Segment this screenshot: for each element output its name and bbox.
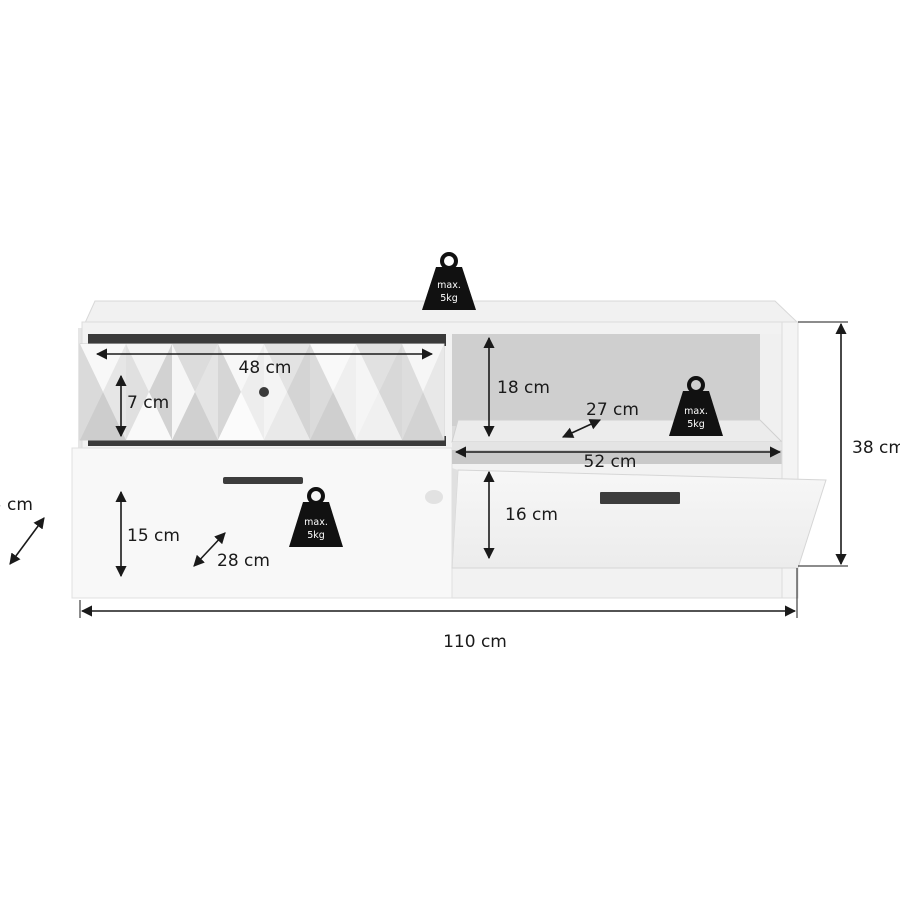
svg-text:5kg: 5kg bbox=[440, 293, 458, 304]
bottom-drawer[interactable] bbox=[71, 447, 453, 599]
bottom-drawer-height-label: 15 cm bbox=[127, 526, 180, 546]
overall-width-label: 110 cm bbox=[443, 632, 507, 652]
bottom-drawer-handle[interactable] bbox=[223, 477, 303, 484]
dimension-lines bbox=[9, 321, 848, 618]
bottom-drawer-depth-label: 28 cm bbox=[217, 551, 270, 571]
svg-text:max.: max. bbox=[437, 280, 461, 291]
top-drawer-width-label: 48 cm bbox=[239, 358, 292, 378]
top-drawer-opening bbox=[88, 334, 446, 346]
overall-height-label: 38 cm bbox=[852, 438, 900, 458]
depth-line bbox=[9, 517, 45, 565]
open-compartment bbox=[451, 334, 784, 464]
flap-door[interactable] bbox=[451, 468, 827, 569]
weight-icon: max. 5kg bbox=[669, 376, 723, 436]
svg-text:5kg: 5kg bbox=[687, 419, 705, 430]
flap-door-handle[interactable] bbox=[600, 492, 680, 504]
svg-text:max.: max. bbox=[304, 517, 328, 528]
dimension-labels: 110 cm 38 cm 35 cm 48 cm 7 cm 15 cm 28 c… bbox=[0, 358, 900, 652]
drawer-edge-knob bbox=[425, 490, 443, 504]
top-drawer-knob[interactable] bbox=[259, 387, 269, 397]
shelf-depth-line bbox=[561, 419, 602, 438]
cabinet bbox=[71, 300, 827, 599]
shelf-width-label: 52 cm bbox=[584, 452, 637, 472]
drawer-gap bbox=[88, 436, 446, 446]
shelf-depth-label: 27 cm bbox=[586, 400, 639, 420]
shelf-height-label: 18 cm bbox=[497, 378, 550, 398]
svg-text:max.: max. bbox=[684, 406, 708, 417]
top-drawer-height-label: 7 cm bbox=[127, 393, 169, 413]
bottom-drawer-depth-line bbox=[193, 532, 226, 567]
depth-label: 35 cm bbox=[0, 495, 33, 515]
weight-icon: max. 5kg bbox=[289, 487, 343, 547]
svg-text:5kg: 5kg bbox=[307, 530, 325, 541]
shelf bbox=[451, 419, 784, 443]
flap-height-label: 16 cm bbox=[505, 505, 558, 525]
weight-icon: max. 5kg bbox=[422, 252, 476, 310]
